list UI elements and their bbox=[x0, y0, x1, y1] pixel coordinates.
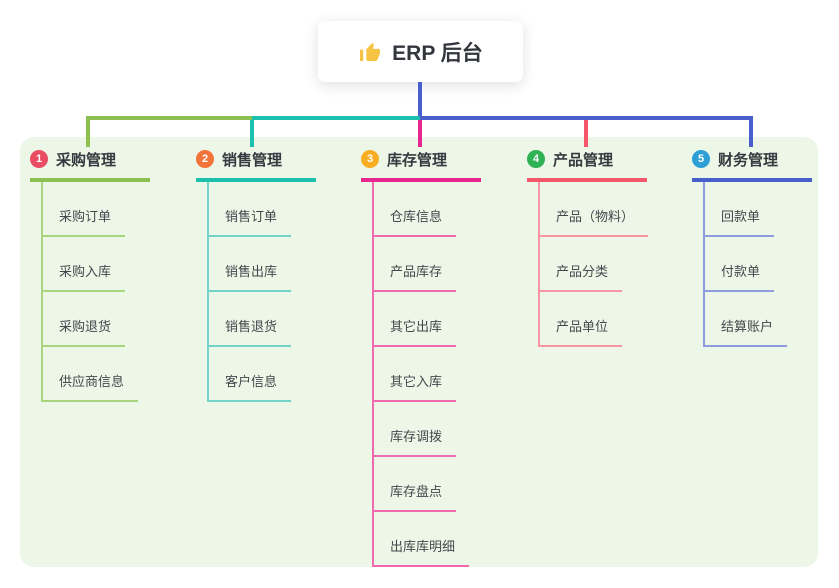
child-node[interactable]: 其它出库 bbox=[374, 316, 457, 347]
connector-drop-product bbox=[584, 120, 588, 147]
child-node-row: 其它入库 bbox=[374, 347, 493, 402]
child-node[interactable]: 产品库存 bbox=[374, 261, 457, 292]
child-node-row: 产品分类 bbox=[540, 237, 659, 292]
branch-inventory: 3 库存管理 仓库信息产品库存其它出库其它入库库存调拨库存盘点出库库明细 bbox=[361, 146, 493, 567]
child-node[interactable]: 销售退货 bbox=[209, 316, 292, 347]
child-node-row: 采购退货 bbox=[43, 292, 162, 347]
thumbs-up-icon-svg bbox=[360, 42, 381, 61]
branch-sales-label: 销售管理 bbox=[222, 151, 283, 169]
child-node[interactable]: 出库库明细 bbox=[374, 536, 470, 567]
branch-number-badge: 4 bbox=[527, 150, 545, 168]
child-node-row: 出库库明细 bbox=[374, 512, 493, 567]
child-node-row: 产品单位 bbox=[540, 292, 659, 347]
connector-segment-middle bbox=[252, 116, 420, 120]
root-connector-line bbox=[418, 82, 422, 116]
branch-product-label: 产品管理 bbox=[553, 151, 614, 169]
child-node[interactable]: 客户信息 bbox=[209, 371, 292, 402]
branch-finance-header[interactable]: 5 财务管理 bbox=[692, 146, 812, 182]
root-node-label: ERP 后台 bbox=[392, 41, 483, 65]
child-node[interactable]: 产品分类 bbox=[540, 261, 623, 292]
child-node-row: 销售订单 bbox=[209, 182, 328, 237]
branch-product-children: 产品（物料） 产品分类产品单位 bbox=[538, 182, 659, 347]
child-node-row: 仓库信息 bbox=[374, 182, 493, 237]
child-node[interactable]: 仓库信息 bbox=[374, 206, 457, 237]
child-node-row: 采购订单 bbox=[43, 182, 162, 237]
child-node-row: 库存调拨 bbox=[374, 402, 493, 457]
branches-panel bbox=[20, 137, 818, 567]
child-node[interactable]: 采购入库 bbox=[43, 261, 126, 292]
child-node-row: 结算账户 bbox=[705, 292, 824, 347]
branch-finance-label: 财务管理 bbox=[718, 151, 779, 169]
branch-number-badge: 1 bbox=[30, 150, 48, 168]
branch-sales-children: 销售订单销售出库销售退货客户信息 bbox=[207, 182, 328, 402]
child-node[interactable]: 付款单 bbox=[705, 261, 775, 292]
branch-purchase-header[interactable]: 1 采购管理 bbox=[30, 146, 150, 182]
branch-purchase-label: 采购管理 bbox=[56, 151, 117, 169]
child-node[interactable]: 销售订单 bbox=[209, 206, 292, 237]
child-node[interactable]: 其它入库 bbox=[374, 371, 457, 402]
child-node[interactable]: 采购订单 bbox=[43, 206, 126, 237]
child-node[interactable]: 库存盘点 bbox=[374, 481, 457, 512]
child-node-row: 付款单 bbox=[705, 237, 824, 292]
branch-product-header[interactable]: 4 产品管理 bbox=[527, 146, 647, 182]
child-node-row: 回款单 bbox=[705, 182, 824, 237]
child-node[interactable]: 产品（物料） bbox=[540, 206, 649, 237]
child-node[interactable]: 销售出库 bbox=[209, 261, 292, 292]
child-node[interactable]: 采购退货 bbox=[43, 316, 126, 347]
child-node-row: 销售出库 bbox=[209, 237, 328, 292]
branch-number-badge: 2 bbox=[196, 150, 214, 168]
connector-drop-purchase bbox=[86, 120, 90, 147]
child-node-row: 产品库存 bbox=[374, 237, 493, 292]
branch-inventory-label: 库存管理 bbox=[387, 151, 448, 169]
branch-purchase: 1 采购管理 采购订单采购入库采购退货供应商信息 bbox=[30, 146, 162, 402]
branch-inventory-header[interactable]: 3 库存管理 bbox=[361, 146, 481, 182]
branch-purchase-children: 采购订单采购入库采购退货供应商信息 bbox=[41, 182, 162, 402]
root-node[interactable]: ERP 后台 bbox=[318, 21, 523, 82]
child-node-row: 供应商信息 bbox=[43, 347, 162, 402]
thumbs-up-icon bbox=[358, 40, 382, 64]
branch-number-badge: 5 bbox=[692, 150, 710, 168]
branch-finance-children: 回款单付款单结算账户 bbox=[703, 182, 824, 347]
branch-number-badge: 3 bbox=[361, 150, 379, 168]
branch-sales-header[interactable]: 2 销售管理 bbox=[196, 146, 316, 182]
branch-sales: 2 销售管理 销售订单销售出库销售退货客户信息 bbox=[196, 146, 328, 402]
child-node[interactable]: 结算账户 bbox=[705, 316, 788, 347]
child-node[interactable]: 产品单位 bbox=[540, 316, 623, 347]
child-node-row: 产品（物料） bbox=[540, 182, 659, 237]
connector-drop-finance bbox=[749, 120, 753, 147]
branch-finance: 5 财务管理 回款单付款单结算账户 bbox=[692, 146, 824, 347]
child-node-row: 客户信息 bbox=[209, 347, 328, 402]
connector-segment-right bbox=[420, 116, 753, 120]
branch-product: 4 产品管理 产品（物料） 产品分类产品单位 bbox=[527, 146, 659, 347]
connector-drop-sales bbox=[250, 120, 254, 147]
branch-inventory-children: 仓库信息产品库存其它出库其它入库库存调拨库存盘点出库库明细 bbox=[372, 182, 493, 567]
child-node[interactable]: 回款单 bbox=[705, 206, 775, 237]
connector-drop-inventory bbox=[418, 120, 422, 147]
connector-segment-left bbox=[86, 116, 252, 120]
child-node-row: 销售退货 bbox=[209, 292, 328, 347]
child-node[interactable]: 库存调拨 bbox=[374, 426, 457, 457]
child-node-row: 其它出库 bbox=[374, 292, 493, 347]
child-node-row: 采购入库 bbox=[43, 237, 162, 292]
child-node[interactable]: 供应商信息 bbox=[43, 371, 139, 402]
child-node-row: 库存盘点 bbox=[374, 457, 493, 512]
